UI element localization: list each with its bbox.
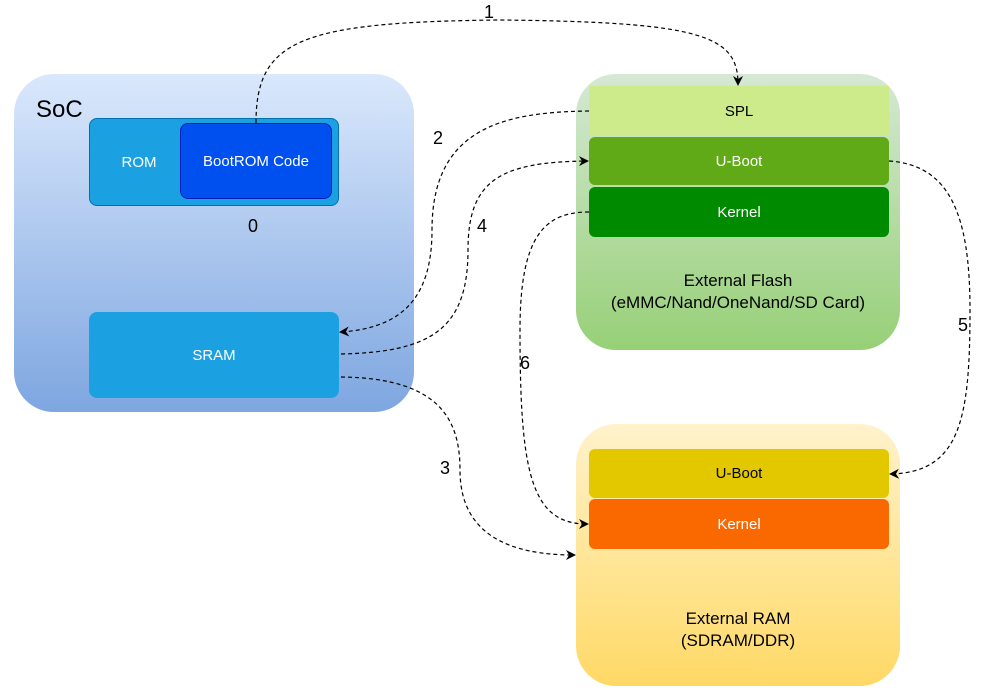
step-5-label: 5 [958, 315, 968, 335]
step-6-label: 6 [520, 353, 530, 373]
step-0-label: 0 [248, 216, 259, 236]
spl-block: SPL [589, 86, 889, 136]
arrow-4-sram-to-uboot-flash [340, 156, 589, 355]
soc-title: SoC [36, 96, 83, 123]
step-2-label: 2 [433, 128, 443, 148]
arrow-2-spl-to-sram [339, 110, 590, 337]
arrow-5-uboot-flash-to-uboot-ram [888, 160, 971, 479]
step-3-label: 3 [440, 458, 450, 478]
uboot-flash-block: U-Boot [589, 137, 889, 185]
external-flash-title-line1: External Flash [683, 271, 793, 290]
bootrom-code-block: BootROM Code [180, 123, 332, 199]
arrow-6-kernel-flash-to-kernel-ram [519, 211, 590, 529]
external-flash-title: External Flash (eMMC/Nand/OneNand/SD Car… [576, 270, 900, 314]
step-4-label: 4 [477, 216, 487, 236]
uboot-ram-block: U-Boot [589, 449, 889, 498]
arrow-3-sram-to-ram [340, 376, 576, 560]
external-ram-title: External RAM (SDRAM/DDR) [576, 608, 900, 652]
sram-block: SRAM [89, 312, 339, 398]
external-flash-title-line2: (eMMC/Nand/OneNand/SD Card) [610, 293, 866, 312]
arrow-1-bootrom-to-spl [255, 19, 743, 124]
rom-label: ROM [121, 153, 157, 171]
step-1-label: 1 [484, 2, 494, 22]
external-ram-title-line2: (SDRAM/DDR) [680, 631, 796, 650]
kernel-ram-block: Kernel [589, 499, 889, 549]
kernel-flash-block: Kernel [589, 187, 889, 237]
external-ram-title-line1: External RAM [685, 609, 791, 628]
